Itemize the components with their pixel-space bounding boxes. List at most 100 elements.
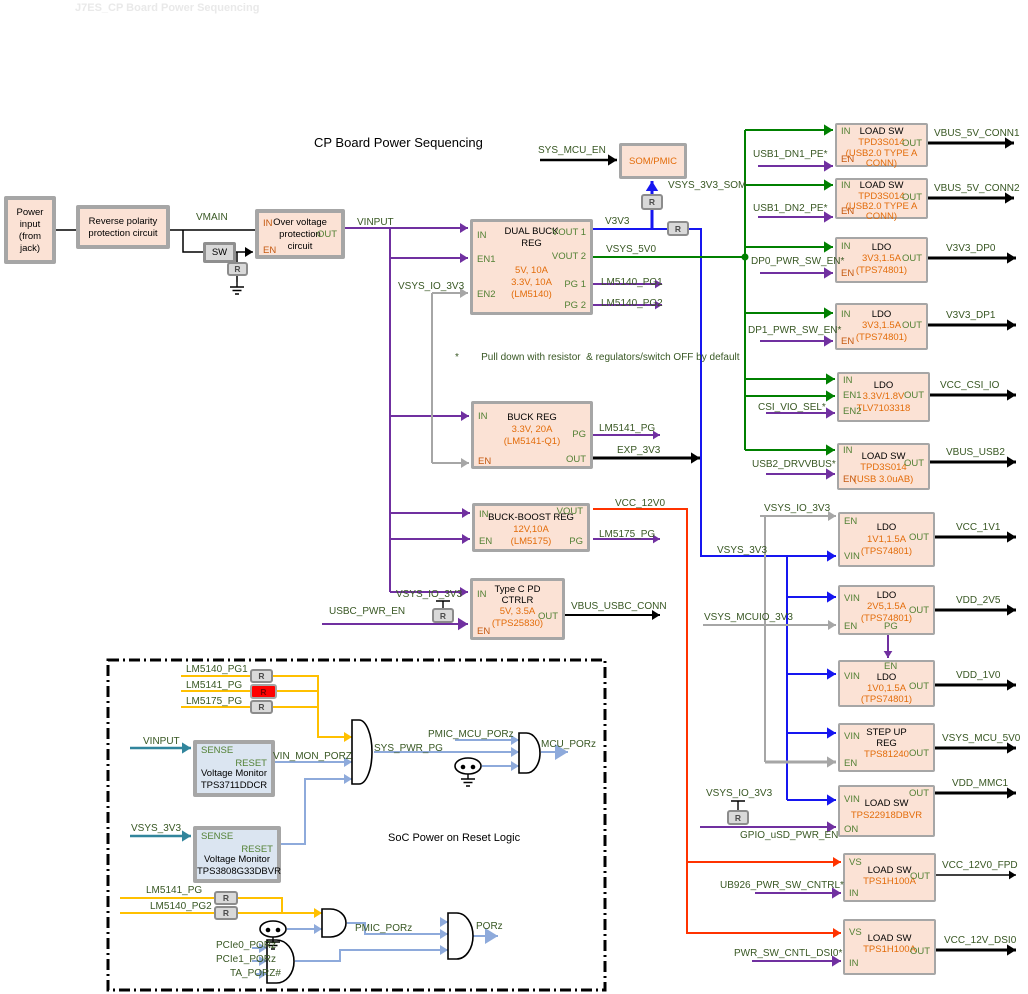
porz-top-stub-arrowhead (440, 917, 448, 927)
pg-orange-1-arrowhead (344, 732, 352, 742)
jumper2-ground-ground-icon (266, 937, 280, 950)
jumper-mcu-pin-dot (460, 764, 466, 770)
vcc-12v-dsi0-wire-arrowhead (1007, 944, 1016, 956)
vsysmcuio-en-2v5-arrowhead (828, 620, 836, 630)
v3v3-wire (593, 228, 836, 557)
vbus-usbc-wire-arrowhead (652, 610, 660, 620)
vinput-bb-en-arrowhead (462, 534, 470, 544)
pg-2v5-to-en-1v0-arrowhead (883, 651, 893, 658)
pg-orange-5-arrowhead (314, 908, 322, 918)
usb1-dn1-pe-wire-arrowhead (824, 160, 833, 172)
pmic-porz-wire (347, 922, 448, 935)
dp1-pwr-sw-en-wire-arrowhead (824, 335, 833, 347)
lm5140-pg1-wire-arrowhead (655, 279, 662, 289)
vinput-bb-in-arrowhead (462, 508, 470, 518)
vin-stepup-wire-arrowhead (827, 727, 836, 739)
vin-2v5-wire-arrowhead (827, 591, 836, 603)
vinput-typec-in-arrowhead (460, 587, 468, 597)
sys-mcu-en-wire-arrowhead (608, 154, 617, 166)
v3v3-som-wire-arrowhead (645, 181, 659, 191)
jumper-pmic-pin-dot (265, 927, 271, 933)
pmic-porz-wire-arrowhead (440, 929, 448, 939)
pwr-sw-cntl-dsi0-wire-arrowhead (832, 955, 841, 967)
vdd-mmc1-wire-arrowhead (1007, 787, 1016, 799)
vin-1v0-wire-arrowhead (827, 668, 836, 680)
porz-out-wire-arrowhead (485, 927, 498, 945)
csi-vio-sel-wire-arrowhead (826, 407, 835, 419)
sw-to-ovp-en-arrowhead (245, 247, 253, 257)
pcie1-wire-arrowhead (259, 956, 267, 966)
reset1-wire-arrowhead (344, 757, 352, 767)
v3v3-dp0-wire-arrowhead (1007, 252, 1016, 264)
in-dp0-wire-arrowhead (824, 241, 833, 253)
jumper-mcu-pin-dot (470, 764, 476, 770)
usbc-pwr-en-wire-arrowhead (458, 617, 468, 631)
reset2-wire (281, 778, 352, 845)
vsys5v0-junction (741, 253, 749, 261)
en1-csi-wire-arrowhead (826, 390, 835, 402)
ub926-wire-arrowhead (832, 887, 841, 899)
lm5175-pg-wire-arrowhead (653, 534, 660, 544)
pcie-and-out-wire-arrowhead (440, 945, 448, 955)
and-gate-sys-pwr (351, 719, 373, 785)
v3v3-dp1-wire-arrowhead (1007, 319, 1016, 331)
jumper-pmic-pin-dot (275, 927, 281, 933)
in-loadsw1-wire-arrowhead (824, 124, 833, 136)
and-gate-porz (447, 912, 474, 960)
in-loadsw2-wire-arrowhead (824, 179, 833, 191)
jumper-mcu-jumper-icon (454, 757, 482, 775)
lm5140-pg2-wire-arrowhead (655, 300, 662, 310)
vsys-mcu-5v0-wire-arrowhead (1007, 742, 1016, 754)
vinput-main-arrowhead (460, 223, 468, 233)
jumper2-wire-arrowhead (314, 924, 322, 934)
vbus-usb2-wire-arrowhead (1007, 456, 1016, 468)
and-gate-mcu-porz (518, 732, 541, 774)
pullup-tap-usbc (436, 600, 450, 608)
vinput-buckreg-in-arrowhead (461, 411, 469, 421)
jumper1-wire-arrowhead (511, 761, 519, 771)
vsysio-en-1v1-arrowhead (828, 511, 836, 521)
pullup-tap-usd (731, 800, 745, 810)
and-gate-pmic-porz (321, 908, 347, 938)
vbus-5v-conn2-wire-arrowhead (1005, 192, 1014, 204)
lm5141-pg-wire-arrowhead (653, 430, 660, 440)
in-dp1-wire-arrowhead (824, 307, 833, 319)
vbus-5v-conn1-wire-arrowhead (1005, 137, 1014, 149)
pg-orange-4 (120, 897, 283, 913)
jumper1-ground-ground-icon (461, 774, 475, 787)
sys-pwr-pg-wire-arrowhead (511, 747, 519, 757)
vcc-csi-io-wire-arrowhead (1007, 389, 1016, 401)
soc-reset-box (106, 658, 607, 992)
usb1-dn2-pe-wire-arrowhead (824, 211, 833, 223)
vsysio-en2-wire-arrowhead (460, 288, 468, 298)
usb2-drvvbus-wire-arrowhead (826, 468, 835, 480)
vinput-en1-arrowhead (460, 253, 468, 263)
vin-musd-wire-arrowhead (827, 794, 836, 806)
vdd-1v0-wire-arrowhead (1007, 679, 1016, 691)
vcc12v0-branch (686, 862, 841, 934)
mcu-porz-wire-arrowhead (555, 743, 568, 761)
vsysio-en-stepup-arrowhead (827, 756, 836, 768)
gpio-usd-wire-arrowhead (827, 821, 836, 833)
in-usb2-wire-arrowhead (826, 444, 835, 456)
jumper-pmic-jumper-icon (259, 920, 287, 938)
pulldown-note: * Pull down with resistor & regulators/s… (455, 352, 740, 363)
reset2-wire-arrowhead (344, 774, 352, 784)
main-ground-ground-icon (230, 282, 244, 295)
v3v3-wire-arrowhead (827, 550, 836, 562)
and-gate-pcie (266, 939, 295, 984)
vmain-branch-sw (182, 230, 203, 253)
vcc-12v0-fpd-wire-arrowhead (1009, 870, 1016, 880)
in-csi-wire-arrowhead (826, 373, 835, 385)
vsysio-buckreg-en-arrowhead (461, 458, 469, 468)
pcie-and-out-wire (295, 949, 448, 962)
pcie0-wire-arrowhead (259, 943, 267, 953)
vcc12v0-branch-arrowhead (833, 928, 841, 938)
vdd-2v5-wire-arrowhead (1007, 604, 1016, 616)
diagram-title: CP Board Power Sequencing (314, 135, 483, 150)
vcc12v0-wire (593, 508, 841, 863)
dp0-pwr-sw-en-wire-arrowhead (824, 267, 833, 279)
pmic-mcu-porz-wire-arrowhead (511, 735, 519, 745)
exp-3v3-wire-arrowhead (691, 452, 700, 464)
